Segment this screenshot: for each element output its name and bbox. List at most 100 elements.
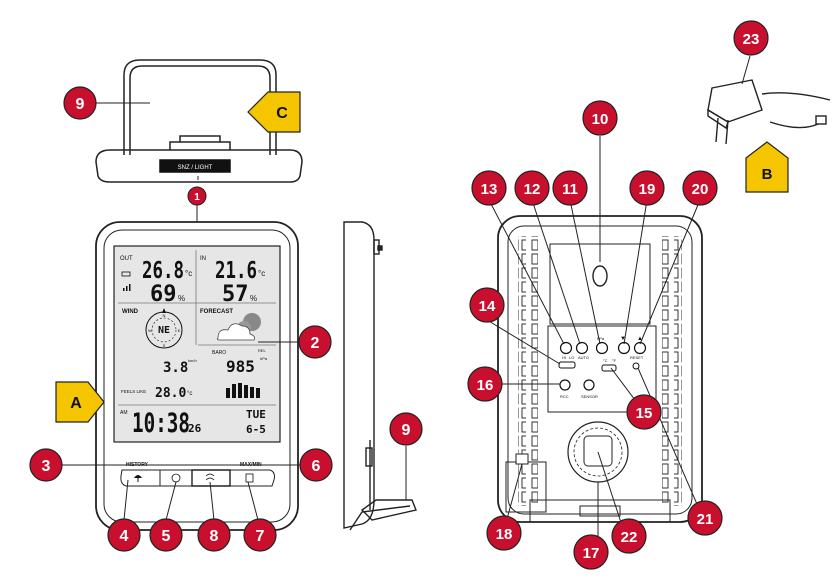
svg-text:5: 5: [162, 528, 171, 545]
callout-9-side: 9: [389, 412, 423, 446]
callout-1: 1: [187, 186, 207, 206]
battery-icon: [121, 271, 131, 277]
umbrella-icon: [134, 475, 142, 482]
baro-history-bars: [226, 383, 260, 398]
lcd-in-label: IN: [200, 256, 206, 262]
svg-text:12: 12: [524, 181, 541, 198]
unit-switch[interactable]: [601, 364, 617, 372]
svg-text:6: 6: [312, 458, 321, 475]
arrow-up-label: ▲: [637, 336, 643, 342]
lcd-feels-like-unit: °c: [187, 391, 192, 397]
lcd-out-temp-unit: °c: [185, 269, 192, 278]
side-device: [343, 221, 417, 531]
lcd-feels-like-value: 28.0: [155, 386, 186, 401]
auto-button[interactable]: [575, 341, 589, 355]
lcd-date: 6-5: [246, 423, 266, 436]
svg-text:4: 4: [120, 528, 129, 545]
lcd-wind-label: WIND: [122, 309, 139, 315]
lo-label: LO: [569, 355, 574, 360]
brightness-switch[interactable]: [558, 361, 576, 369]
wind-icon: [205, 473, 215, 481]
svg-text:3: 3: [42, 458, 51, 475]
svg-text:9: 9: [402, 422, 411, 439]
callout-20: 20: [682, 170, 718, 206]
svg-text:10: 10: [592, 111, 609, 128]
callout-15: 15: [626, 394, 662, 430]
svg-text:23: 23: [743, 31, 760, 48]
c-label: °C: [603, 358, 608, 363]
compass-s: S: [163, 343, 166, 348]
callout-8: 8: [197, 518, 231, 552]
svg-text:14: 14: [479, 298, 496, 315]
svg-text:1: 1: [194, 192, 200, 203]
tag-c-label: C: [276, 105, 288, 122]
lcd-out-temp: 26.8: [142, 258, 184, 284]
svg-text:7: 7: [256, 528, 265, 545]
tag-a-label: A: [70, 395, 82, 412]
callout-9-top: 9: [63, 86, 97, 120]
lcd-wind-speed-unit: km/h: [188, 358, 197, 363]
lcd-seconds: 26: [188, 422, 202, 435]
lcd-baro-label: BARO: [212, 350, 226, 356]
callout-7: 7: [243, 518, 277, 552]
light-button[interactable]: [559, 341, 573, 355]
front-device: OUT 26.8 °c 69 % IN 21.6 °c 57 % WIND N …: [95, 221, 299, 531]
signal-icon: [123, 284, 131, 291]
callout-21: 21: [687, 500, 723, 536]
auto-label: AUTO: [578, 355, 589, 360]
sensor-button[interactable]: [583, 379, 595, 391]
lcd-in-temp: 21.6: [215, 258, 257, 284]
lcd-out-label: OUT: [120, 256, 133, 262]
callout-18: 18: [486, 515, 522, 551]
callout-12: 12: [514, 170, 550, 206]
svg-text:20: 20: [692, 181, 709, 198]
tag-a: A: [55, 381, 105, 423]
lcd-am-label: AM: [120, 410, 128, 416]
callout-23: 23: [733, 20, 769, 56]
callout-10: 10: [582, 100, 618, 136]
rcc-button[interactable]: [559, 379, 571, 391]
down-button[interactable]: [617, 341, 631, 355]
lcd-out-hum: 69: [150, 282, 177, 307]
tag-c: C: [247, 91, 301, 133]
svg-text:9: 9: [76, 96, 85, 113]
lcd-screen: [113, 245, 281, 443]
callout-14: 14: [469, 287, 505, 323]
svg-text:16: 16: [477, 377, 494, 394]
hpa-button[interactable]: [595, 341, 609, 355]
power-jack[interactable]: [515, 453, 529, 465]
display-icon: [245, 473, 254, 483]
reset-button[interactable]: [632, 362, 640, 370]
svg-text:17: 17: [583, 545, 600, 562]
callout-4: 4: [107, 518, 141, 552]
lcd-in-temp-unit: °c: [258, 269, 265, 278]
svg-text:2: 2: [311, 335, 320, 352]
svg-text:11: 11: [562, 181, 578, 198]
lcd-wind-speed: 3.8: [163, 360, 188, 376]
sensor-label: SENSOR: [581, 394, 598, 399]
rcc-label: RCC: [560, 394, 569, 399]
callout-17: 17: [573, 534, 609, 570]
lcd-in-hum: 57: [222, 282, 249, 307]
wind-compass: N E W S NE: [145, 308, 183, 349]
tag-b: B: [745, 141, 789, 193]
lcd-weekday: TUE: [246, 408, 266, 421]
lcd-feels-like-label: FEELS LIKE: [121, 389, 146, 394]
compass-e: E: [178, 328, 181, 333]
up-button[interactable]: [633, 341, 647, 355]
lcd-wind-dir: NE: [158, 325, 170, 336]
svg-text:19: 19: [639, 181, 656, 198]
lcd-baro-unit: hPa: [260, 356, 268, 361]
callout-6: 6: [299, 448, 333, 482]
lcd-forecast-label: FORECAST: [200, 309, 233, 315]
lcd-time: 10:38: [132, 408, 190, 439]
f-label: °F: [612, 358, 617, 363]
arrow-down-label: ▼: [620, 336, 626, 342]
callout-3: 3: [29, 448, 63, 482]
top-slot-label: SNZ / LIGHT: [178, 165, 213, 171]
lcd-out-hum-unit: %: [178, 294, 185, 303]
tag-b-label: B: [762, 166, 773, 183]
svg-text:8: 8: [210, 528, 219, 545]
back-device: ▼ ▲ hPa HI LO AUTO RESET °C °F RCC SENSO…: [497, 215, 703, 523]
